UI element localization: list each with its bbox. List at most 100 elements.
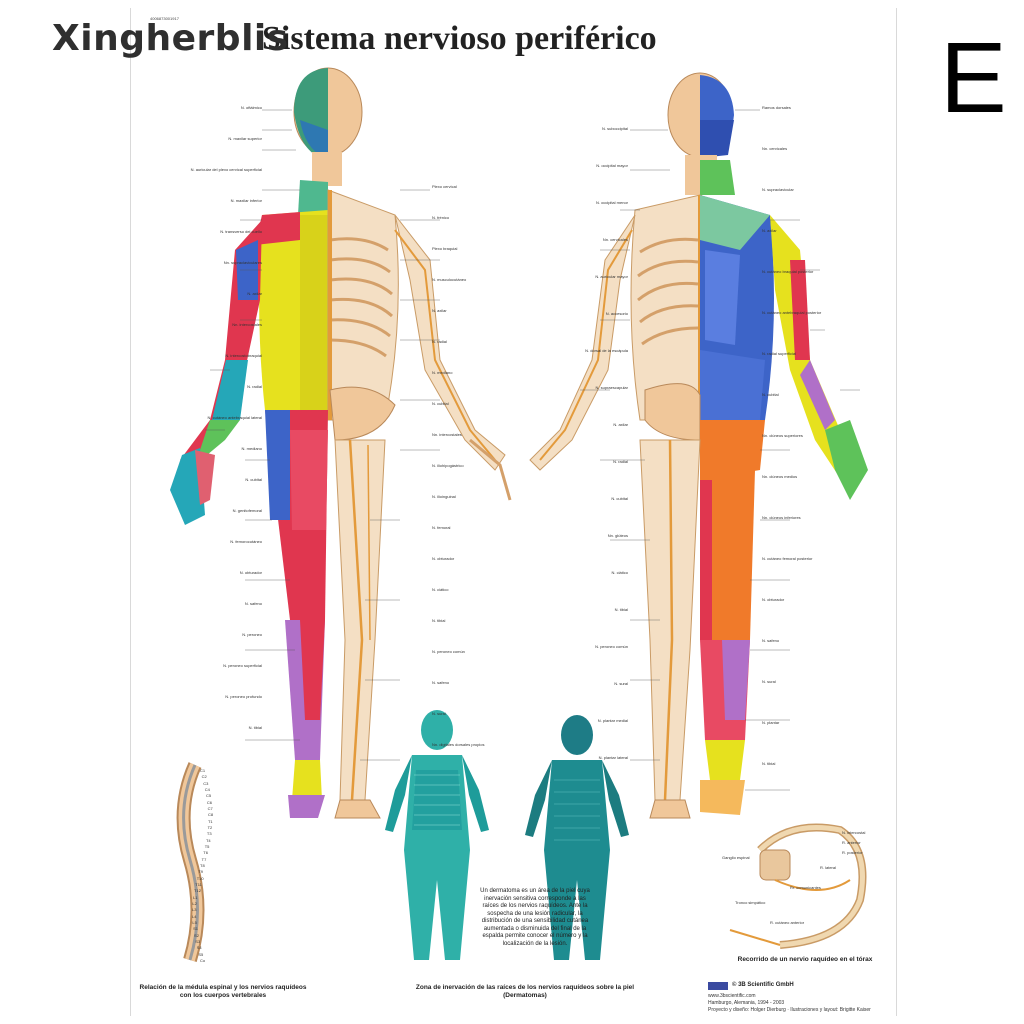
label-item: N. peroneo común [595, 644, 628, 649]
label-item: N. ilioinguinal [432, 494, 456, 499]
label-item: N. obturador [239, 570, 262, 575]
front-figure [170, 67, 512, 819]
label-item: N. frénico [432, 215, 450, 220]
back-figure [529, 72, 868, 819]
label-item: N. maxilar superior [228, 136, 262, 141]
label-item: N. peroneo común [432, 649, 465, 654]
label-item: N. femoral [432, 525, 451, 530]
spine-label: T5 [204, 844, 210, 849]
spine-label: C7 [207, 806, 213, 811]
label-item: N. radial [432, 339, 447, 344]
label-item: Nn. cervicales [762, 146, 788, 151]
label-item: N. tibial [248, 725, 262, 730]
spine-label: C8 [207, 812, 214, 818]
label-item: N. cutáneo antebraquial lateral [207, 415, 262, 420]
label-item: N. mediano [241, 446, 262, 451]
thorax-label: R. cutáneo anterior [770, 920, 805, 925]
label-item: N. radial [613, 459, 628, 464]
publisher-logo-icon [708, 982, 728, 990]
dermatomes-caption: Zona de inervación de las raíces de los … [415, 984, 635, 999]
thorax-label: R. lateral [820, 865, 837, 870]
label-item: N. cutáneo femoral posterior [762, 556, 813, 561]
spine-label: T3 [206, 831, 212, 837]
publisher-url: www.3bscientific.com [708, 993, 756, 999]
spine-label: L1 [193, 894, 198, 900]
label-item: N. tibial [432, 618, 446, 623]
spine-label: T12 [194, 888, 201, 894]
label-item: N. plantar [762, 720, 780, 725]
label-item: N. plantar medial [597, 718, 628, 723]
spine-label: L5 [192, 920, 197, 925]
label-item: N. musculocutáneo [432, 277, 467, 282]
label-item: N. safeno [432, 680, 450, 685]
label-item: N. safeno [762, 638, 780, 643]
spine-label: L3 [192, 907, 197, 913]
label-item: Nn. intercostales [432, 432, 462, 437]
label-item: N. axilar [247, 291, 262, 296]
label-item: Nn. clúneos superiores [762, 433, 803, 438]
label-item: Nn. clúneos inferiores [762, 515, 801, 520]
label-item: N. occipital menor [595, 200, 628, 205]
spine-label: T4 [205, 837, 211, 843]
thorax-caption: Recorrido de un nervio raquídeo en el tó… [737, 956, 873, 963]
spine-label: C4 [204, 787, 210, 792]
spine-label: L2 [192, 901, 197, 906]
spine-label: C2 [201, 774, 207, 780]
label-item: N. obturador [432, 556, 455, 561]
label-item: N. sural [614, 681, 628, 686]
dermatome-back [525, 715, 629, 960]
label-item: N. accesorio [605, 311, 628, 316]
label-item: N. peroneo superficial [223, 663, 262, 668]
label-item: N. plantar lateral [598, 755, 628, 760]
label-item: N. auricular mayor [595, 274, 628, 279]
label-item: N. ciático [432, 587, 449, 592]
spine-label: T8 [200, 863, 205, 868]
thorax-label: Tronco simpático [735, 900, 766, 905]
label-item: Plexo braquial [432, 246, 458, 251]
spine-label: S1 [193, 926, 198, 932]
spine-label: T11 [195, 882, 202, 887]
spine-label: S4 [196, 945, 202, 951]
label-item: N. tibial [762, 761, 776, 766]
poster-code: 4006873001917 [150, 16, 179, 21]
label-item: N. supraescapular [595, 385, 628, 390]
label-item: N. suboccipital [601, 126, 628, 131]
label-item: N. genitofemoral [232, 508, 262, 513]
label-item: N. obturador [762, 597, 785, 602]
spine-label: C6 [206, 799, 213, 805]
spine-caption: Relación de la médula espinal y los nerv… [139, 984, 307, 999]
label-item: N. supraclavicular [762, 187, 794, 192]
thorax-label: Rr. comunicantes [790, 885, 821, 890]
spine-label: S5 [198, 951, 204, 957]
label-item: N. axilar [762, 228, 777, 233]
label-item: Nn. supraclaviculares [223, 260, 262, 265]
spine-label: T10 [196, 875, 204, 881]
label-item: Plexo cervical [432, 184, 457, 189]
label-item: Ramos dorsales [762, 105, 791, 110]
thorax-diagram [729, 823, 867, 949]
label-item: N. mediano [432, 370, 453, 375]
spine-label: C5 [205, 793, 212, 799]
spine-label: L4 [192, 913, 197, 919]
watermark: Xingherblis [52, 18, 289, 59]
publisher-name: © 3B Scientific GmbH [732, 982, 794, 988]
spine-label: S2 [194, 932, 199, 938]
label-item: N. safeno [244, 601, 262, 606]
corner-letter: E [940, 22, 1007, 134]
spine-label: T9 [198, 869, 203, 875]
label-item: N. femorocutáneo [230, 539, 262, 544]
label-item: N. auricular del plexo cervical superfic… [190, 167, 262, 172]
label-item: Nn. digitales dorsales propios [432, 742, 485, 747]
label-item: Nn. cervicales [602, 237, 628, 242]
label-item: N. transverso del cuello [220, 229, 262, 234]
label-item: Nn. clúneos medios [762, 474, 798, 479]
label-item: N. axilar [432, 308, 447, 313]
label-item: N. cubital [432, 401, 449, 406]
dermatome-front [385, 710, 489, 960]
label-item: N. cubital [245, 477, 262, 482]
label-item: Nn. intercostales [232, 322, 262, 327]
spine-label: C1 [200, 768, 206, 773]
label-item: N. cutáneo antebraquial posterior [762, 310, 822, 315]
spine-label: T1 [207, 818, 213, 824]
label-item: N. peroneo profundo [225, 694, 262, 699]
